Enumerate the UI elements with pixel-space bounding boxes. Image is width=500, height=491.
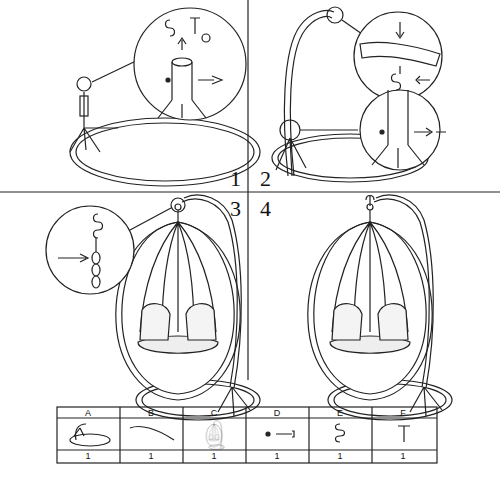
part-letter: B (148, 409, 154, 418)
step-number: 1 (230, 168, 241, 190)
part-quantity: 1 (85, 452, 90, 461)
part-letter: A (85, 409, 91, 418)
part-quantity: 1 (274, 452, 279, 461)
part-quantity: 1 (211, 452, 216, 461)
part-letter: C (211, 409, 218, 418)
part-quantity: 1 (400, 452, 405, 461)
step-number: 2 (260, 168, 271, 190)
part-letter: E (337, 409, 343, 418)
part-letter: F (400, 409, 406, 418)
part-quantity: 1 (337, 452, 342, 461)
part-quantity: 1 (148, 452, 153, 461)
step-number: 3 (230, 198, 241, 220)
step-number: 4 (260, 198, 271, 220)
part-letter: D (274, 409, 281, 418)
